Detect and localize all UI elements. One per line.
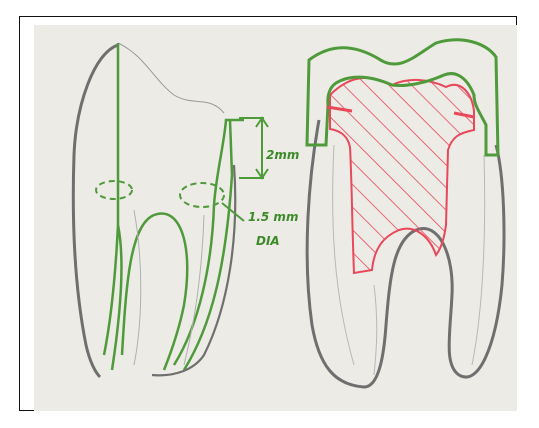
tooth-sketch-photo: 2mm 1.5 mm DIA: [34, 25, 517, 411]
tooth-drawings: 2mm 1.5 mm DIA: [34, 25, 517, 411]
post-diameter-value-label: 1.5 mm: [248, 210, 298, 224]
post-diameter-dia-label: DIA: [256, 234, 280, 248]
crown-height-label: 2mm: [266, 148, 299, 162]
